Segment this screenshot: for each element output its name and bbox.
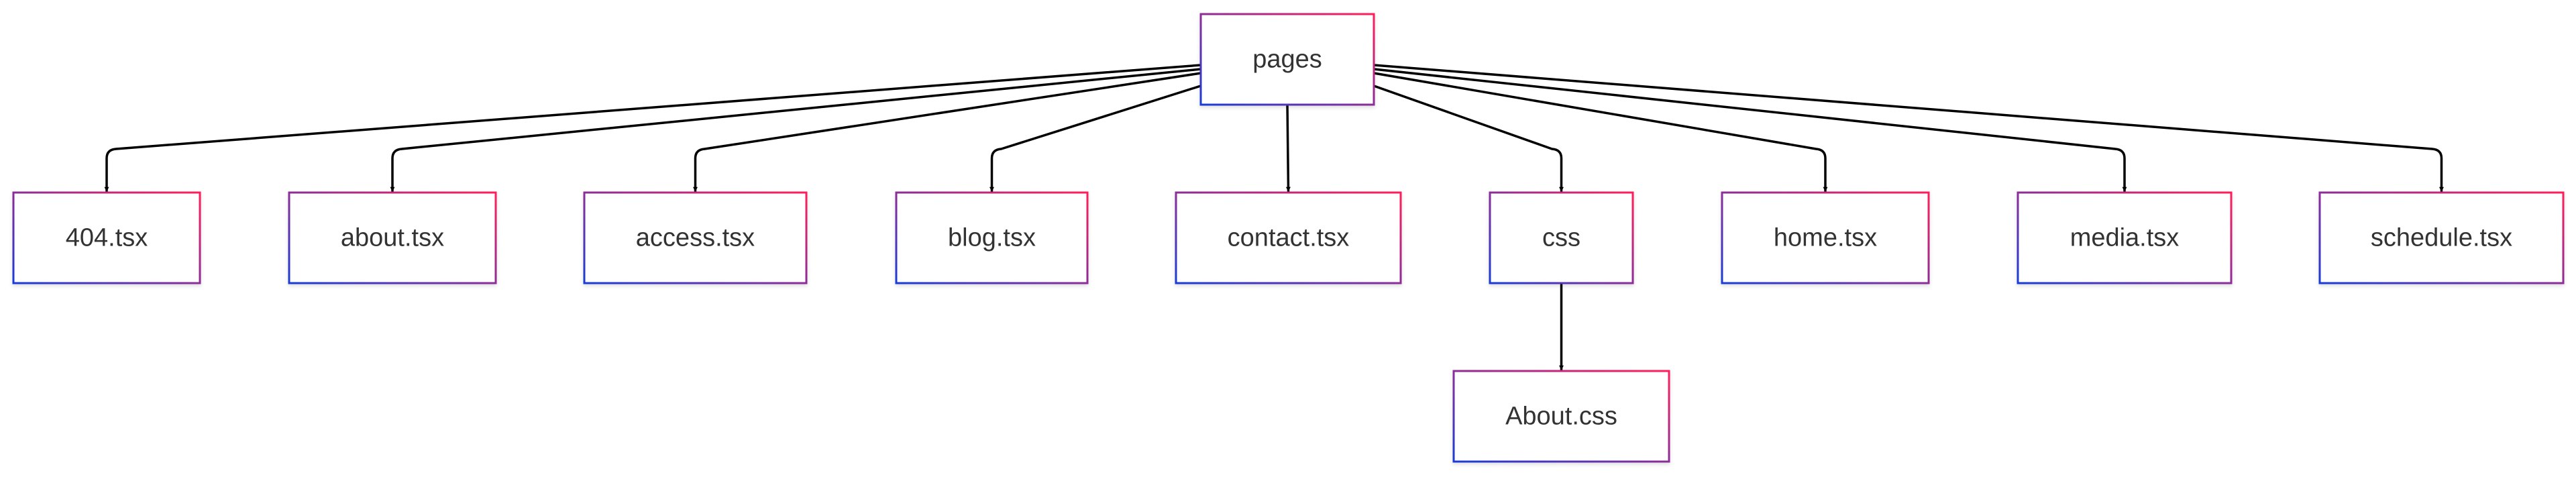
- node-schedule: schedule.tsx: [2318, 191, 2565, 284]
- node-contact: contact.tsx: [1175, 191, 1402, 284]
- node-label: home.tsx: [1774, 224, 1877, 252]
- node-box: [1721, 191, 1930, 284]
- node-home: home.tsx: [1721, 191, 1930, 284]
- node-box: [1175, 191, 1402, 284]
- edge-pages-to-media: [1373, 68, 2127, 193]
- node-label: access.tsx: [636, 224, 755, 252]
- edges-layer: [104, 64, 2444, 371]
- node-about: about.tsx: [288, 191, 497, 284]
- node-label: pages: [1252, 46, 1322, 74]
- node-css: css: [1489, 191, 1634, 284]
- edge-pages-to-blog: [989, 85, 1202, 193]
- node-box: [895, 191, 1089, 284]
- node-box: [288, 191, 497, 284]
- node-box: [12, 191, 201, 284]
- node-box: [583, 191, 808, 284]
- node-label: blog.tsx: [948, 224, 1036, 252]
- node-label: schedule.tsx: [2371, 224, 2512, 252]
- edge-pages-to-access: [693, 72, 1202, 193]
- node-label: media.tsx: [2070, 224, 2180, 252]
- node-box: [2017, 191, 2233, 284]
- node-box: [1452, 370, 1670, 463]
- edge-pages-to-404: [104, 64, 1202, 193]
- node-label: About.css: [1505, 403, 1617, 431]
- edge-pages-to-schedule: [1373, 64, 2444, 193]
- node-label: css: [1542, 224, 1580, 252]
- edge-pages-to-css: [1373, 85, 1564, 193]
- node-box: [2318, 191, 2565, 284]
- node-label: about.tsx: [341, 224, 444, 252]
- node-box: [1489, 191, 1634, 284]
- node-access: access.tsx: [583, 191, 808, 284]
- edge-pages-to-about: [390, 68, 1202, 193]
- node-blog: blog.tsx: [895, 191, 1089, 284]
- node-box: [1199, 13, 1375, 106]
- node-aboutcss: About.css: [1452, 370, 1670, 463]
- edge-pages-to-contact: [1285, 103, 1291, 193]
- nodes-layer: pages 404.tsx about.tsx access.tsx blog.tsx c…: [12, 13, 2565, 463]
- node-media: media.tsx: [2017, 191, 2233, 284]
- node-label: 404.tsx: [66, 224, 148, 252]
- node-label: contact.tsx: [1228, 224, 1350, 252]
- node-pages: pages: [1199, 13, 1375, 106]
- node-404: 404.tsx: [12, 191, 201, 284]
- edge-pages-to-home: [1373, 72, 1828, 193]
